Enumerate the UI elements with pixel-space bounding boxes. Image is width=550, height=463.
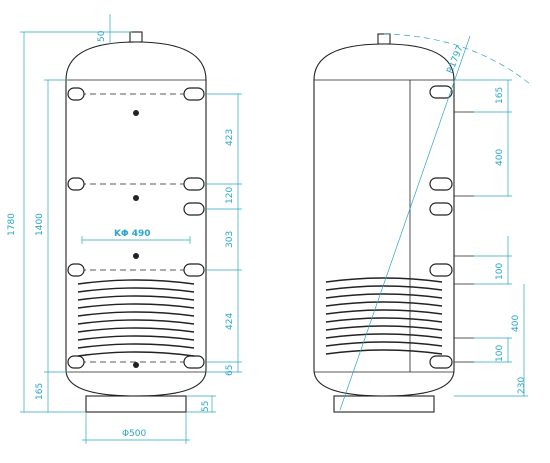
label-spacing-423: 423 bbox=[225, 129, 235, 146]
label-side-400-bottom: 400 bbox=[511, 315, 521, 332]
label-spacing-65: 65 bbox=[225, 365, 235, 376]
label-total-height: 1780 bbox=[7, 213, 17, 236]
front-dimensions: 1780 1400 165 50 423 120 303 424 65 55 bbox=[7, 14, 242, 444]
side-tank-body bbox=[313, 43, 455, 397]
label-bottom-offset-left: 165 bbox=[35, 383, 45, 400]
side-foot-ring bbox=[333, 395, 435, 413]
label-spacing-120: 120 bbox=[225, 187, 235, 204]
label-foot-diameter: Φ500 bbox=[122, 429, 147, 439]
front-tank-body bbox=[65, 41, 207, 397]
front-heating-coil bbox=[77, 279, 195, 357]
sensor-port-3 bbox=[133, 253, 139, 259]
label-spacing-424: 424 bbox=[225, 313, 235, 330]
sensor-port-1 bbox=[133, 110, 139, 116]
label-side-230: 230 bbox=[517, 377, 527, 394]
label-side-165: 165 bbox=[495, 87, 505, 104]
sensor-port-2 bbox=[133, 195, 139, 201]
top-outlet-nozzle bbox=[129, 31, 143, 43]
label-side-100-b: 100 bbox=[495, 345, 505, 362]
sensor-port-4 bbox=[133, 362, 139, 368]
label-top-outlet: 50 bbox=[97, 30, 107, 42]
front-view bbox=[65, 31, 207, 413]
tilt-arc bbox=[383, 33, 531, 85]
side-top-outlet bbox=[377, 33, 391, 45]
label-inner-height: 1400 bbox=[35, 213, 45, 236]
front-ports-right bbox=[183, 87, 205, 369]
label-foot-55: 55 bbox=[201, 401, 211, 412]
label-inner-diameter: KΦ 490 bbox=[114, 229, 151, 239]
front-ports-left bbox=[67, 87, 85, 369]
side-heating-coil bbox=[325, 277, 443, 355]
label-side-400-top: 400 bbox=[495, 149, 505, 166]
side-pipe-stubs bbox=[454, 111, 474, 363]
label-spacing-303: 303 bbox=[225, 231, 235, 248]
front-foot-ring bbox=[85, 395, 187, 413]
tilt-radius-line bbox=[339, 35, 471, 411]
side-view: R1797 bbox=[313, 33, 531, 413]
label-tilt-radius: R1797 bbox=[446, 44, 466, 75]
label-side-100-a: 100 bbox=[495, 263, 505, 280]
side-ports bbox=[429, 85, 453, 369]
side-dimensions: 165 400 100 400 100 230 bbox=[454, 79, 528, 397]
